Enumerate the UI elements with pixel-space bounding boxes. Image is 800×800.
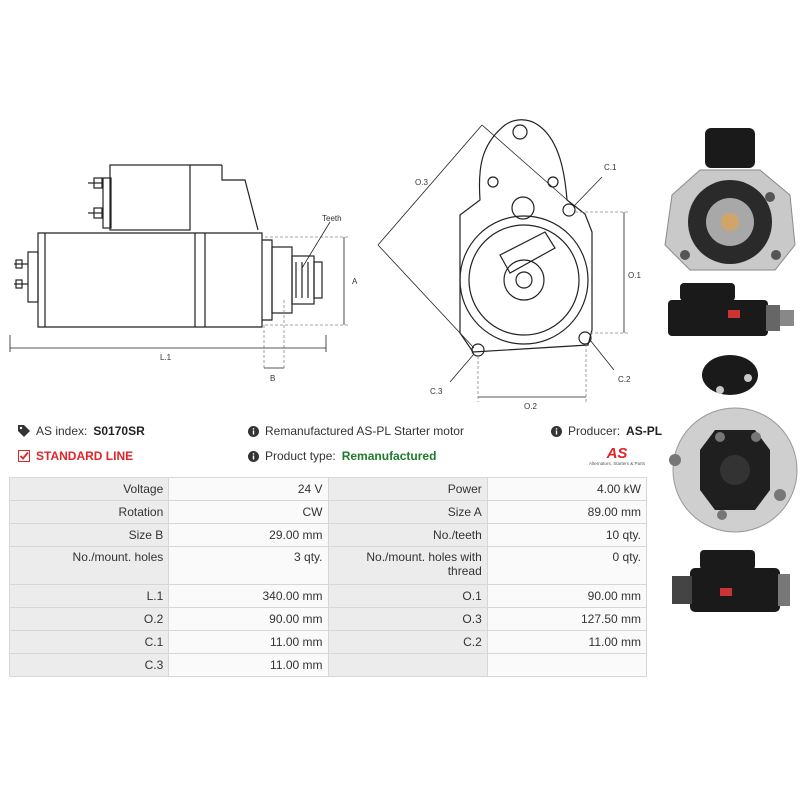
standard-line: STANDARD LINE xyxy=(18,449,133,463)
spec-label: Voltage xyxy=(8,477,170,501)
side-view-drawing: Teeth A B L.1 xyxy=(9,164,358,383)
spec-label: No./teeth xyxy=(327,523,488,547)
product-photo-side xyxy=(668,283,794,336)
producer-label: Producer: xyxy=(568,424,621,438)
as-pl-logo: AS Alternators, Starters & Parts xyxy=(584,446,650,467)
dimension-o3-label: O.3 xyxy=(415,178,428,187)
teeth-label: Teeth xyxy=(322,214,342,223)
spec-label: O.3 xyxy=(327,607,488,631)
logo-text: AS xyxy=(606,445,628,462)
spec-label: No./mount. holes xyxy=(8,546,170,585)
spec-label: O.2 xyxy=(8,607,170,631)
table-row: C.1 11.00 mm C.2 11.00 mm xyxy=(8,630,648,654)
spec-value: 10 qty. xyxy=(486,523,648,547)
front-view-drawing: O.3 O.1 O.2 C.1 C.2 C.3 xyxy=(377,119,641,410)
as-index-label: AS index: xyxy=(36,424,88,438)
producer-value: AS-PL xyxy=(626,424,663,438)
dimension-c1-label: C.1 xyxy=(604,163,617,172)
product-type-label: Product type: xyxy=(265,449,336,463)
product-description: Remanufactured AS-PL Starter motor xyxy=(248,424,464,438)
table-row: No./mount. holes 3 qty. No./mount. holes… xyxy=(8,546,648,585)
dimension-l1-label: L.1 xyxy=(160,353,172,362)
spec-label xyxy=(327,653,488,677)
spec-label: O.1 xyxy=(327,584,488,608)
description-text: Remanufactured AS-PL Starter motor xyxy=(265,424,464,438)
spec-table: Voltage 24 V Power 4.00 kW Rotation CW S… xyxy=(8,477,648,677)
spec-value: 3 qty. xyxy=(168,546,329,585)
spec-value: 11.00 mm xyxy=(168,630,329,654)
spec-label: Power xyxy=(327,477,488,501)
product-photo-angle xyxy=(672,550,790,612)
spec-label: No./mount. holes with thread xyxy=(327,546,488,585)
table-row: C.3 11.00 mm xyxy=(8,653,648,677)
info-icon xyxy=(551,425,562,437)
table-row: Rotation CW Size A 89.00 mm xyxy=(8,500,648,524)
spec-value: CW xyxy=(168,500,329,524)
checkbox-checked-icon xyxy=(18,450,30,462)
spec-value: 0 qty. xyxy=(486,546,648,585)
spec-value: 11.00 mm xyxy=(486,630,648,654)
spec-label: Size A xyxy=(327,500,488,524)
spec-label: Rotation xyxy=(8,500,170,524)
spec-value: 24 V xyxy=(168,477,329,501)
as-index-value: S0170SR xyxy=(93,424,145,438)
spec-value: 127.50 mm xyxy=(486,607,648,631)
spec-value: 90.00 mm xyxy=(168,607,329,631)
product-type: Product type: Remanufactured xyxy=(248,449,436,463)
spec-value: 90.00 mm xyxy=(486,584,648,608)
table-row: O.2 90.00 mm O.3 127.50 mm xyxy=(8,607,648,631)
dimension-c3-label: C.3 xyxy=(430,387,443,396)
spec-value: 29.00 mm xyxy=(168,523,329,547)
table-row: L.1 340.00 mm O.1 90.00 mm xyxy=(8,584,648,608)
product-type-value: Remanufactured xyxy=(341,449,437,463)
spec-value: 4.00 kW xyxy=(486,477,648,501)
table-row: Size B 29.00 mm No./teeth 10 qty. xyxy=(8,523,648,547)
tag-icon xyxy=(18,425,30,437)
as-index: AS index: S0170SR xyxy=(18,424,145,438)
logo-tagline: Alternators, Starters & Parts xyxy=(588,461,646,466)
producer: Producer: AS-PL xyxy=(551,424,662,438)
spec-label: C.2 xyxy=(327,630,488,654)
table-row: Voltage 24 V Power 4.00 kW xyxy=(8,477,648,501)
info-icon xyxy=(248,425,259,437)
product-photo-front xyxy=(664,128,796,271)
spec-label: C.1 xyxy=(8,630,170,654)
info-icon xyxy=(248,450,259,462)
standard-line-label: STANDARD LINE xyxy=(36,449,134,463)
spec-value xyxy=(486,653,648,677)
spec-value: 89.00 mm xyxy=(486,500,648,524)
spec-value: 11.00 mm xyxy=(168,653,329,677)
dimension-o1-label: O.1 xyxy=(628,271,641,280)
dimension-b-label: B xyxy=(270,374,275,383)
spec-label: L.1 xyxy=(8,584,170,608)
dimension-c2-label: C.2 xyxy=(618,375,631,384)
spec-value: 340.00 mm xyxy=(168,584,329,608)
product-photo-rear xyxy=(669,355,798,533)
dimension-o2-label: O.2 xyxy=(524,402,537,410)
spec-label: Size B xyxy=(8,523,170,547)
dimension-a-label: A xyxy=(352,277,358,286)
spec-label: C.3 xyxy=(8,653,170,677)
